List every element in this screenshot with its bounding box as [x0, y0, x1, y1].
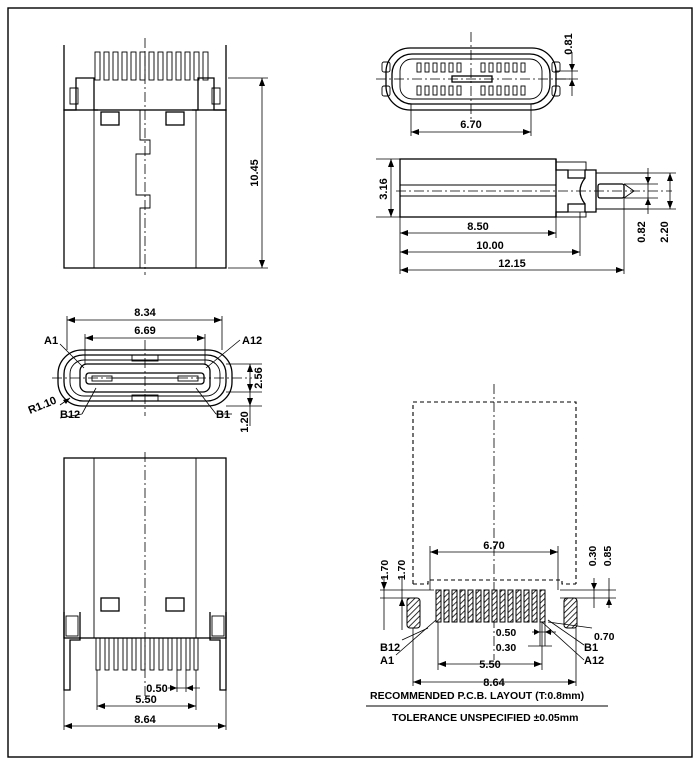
front-face-view: 8.34 6.69 2.56 1.20 R1.10 A1 A12 B12 B1 — [27, 307, 265, 433]
dim-foot: 1.20 — [239, 411, 251, 432]
pcb-label-a12: A12 — [584, 655, 604, 667]
dim-pcb-right-a: 0.30 — [587, 546, 599, 567]
side-profile-view: 3.16 8.50 10.00 12.15 0.82 2.20 — [376, 158, 676, 274]
end-contacts-row1 — [416, 62, 526, 73]
label-b12: B12 — [60, 409, 80, 421]
pcb-label-a1: A1 — [380, 655, 394, 667]
layout-title: RECOMMENDED P.C.B. LAYOUT (T:0.8mm) — [370, 690, 584, 702]
pcb-label-b1: B1 — [584, 642, 598, 654]
dim-width-2: 8.64 — [134, 714, 156, 726]
dim-tail: 2.20 — [659, 221, 671, 242]
dim-len-c: 12.15 — [498, 258, 526, 270]
dim-inner: 6.69 — [134, 325, 155, 337]
dim-pitch-2: 0.50 — [146, 683, 167, 695]
bottom-view: 0.50 5.50 8.64 — [63, 452, 227, 730]
dim-len-a: 8.50 — [467, 221, 488, 233]
end-contacts-row2 — [416, 85, 526, 96]
pcb-label-b12: B12 — [380, 642, 400, 654]
pcb-layout-view: 6.70 1.70 1.70 0.30 0.85 0.50 0.30 0.70 — [379, 384, 616, 689]
dim-pcb-pad: 0.30 — [496, 642, 517, 654]
dim-pcb-span: 5.50 — [479, 659, 500, 671]
dim-height-2: 2.56 — [253, 367, 265, 388]
dim-pcb-pad-len: 0.70 — [594, 631, 615, 643]
dim-outer: 8.34 — [134, 307, 156, 319]
dim-pcb-width: 8.64 — [483, 677, 505, 689]
label-a12: A12 — [242, 335, 262, 347]
dim-pcb-left-a: 1.70 — [379, 560, 391, 581]
dim-pcb-right-b: 0.85 — [602, 546, 614, 567]
label-a1: A1 — [44, 335, 58, 347]
dim-length: 10.45 — [249, 159, 261, 187]
tolerance-note: TOLERANCE UNSPECIFIED ±0.05mm — [392, 712, 578, 724]
bottom-pins — [95, 637, 199, 671]
dim-width: 6.70 — [460, 119, 481, 131]
page-border — [7, 7, 693, 758]
label-b1: B1 — [216, 409, 230, 421]
dim-pcb-top: 6.70 — [483, 540, 504, 552]
pcb-pads — [435, 589, 546, 623]
dim-radius: R1.10 — [27, 395, 59, 417]
dim-height: 3.16 — [378, 178, 390, 199]
dim-pcb-pitch: 0.50 — [496, 627, 517, 639]
side-top-view: 10.45 — [63, 38, 268, 275]
end-view: 0.81 6.70 — [376, 32, 578, 136]
dim-pcb-left-b: 1.70 — [396, 560, 408, 581]
dim-span: 5.50 — [135, 694, 156, 706]
top-pins — [94, 51, 209, 81]
dim-pitch: 0.81 — [563, 33, 575, 54]
notes: RECOMMENDED P.C.B. LAYOUT (T:0.8mm) TOLE… — [366, 690, 608, 724]
dim-len-b: 10.00 — [476, 240, 504, 252]
dim-tab: 0.82 — [636, 221, 648, 242]
